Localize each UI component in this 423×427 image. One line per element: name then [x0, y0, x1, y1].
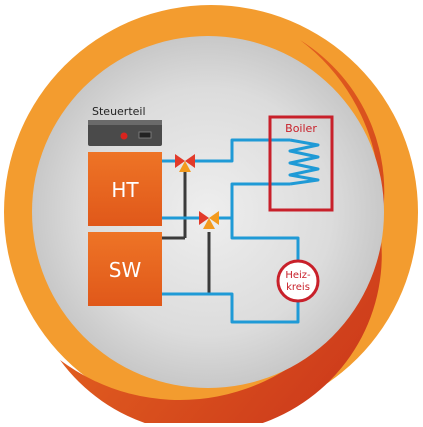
heating-circuit-label-line1: Heiz-: [285, 270, 311, 281]
sw-unit: [88, 232, 162, 306]
heating-circuit-label-line2: kreis: [286, 282, 310, 293]
ht-unit-label: HT: [111, 178, 139, 202]
controller-label: Steuerteil: [92, 105, 146, 118]
sw-unit-label: SW: [109, 258, 142, 282]
controller-panel: [88, 120, 162, 125]
boiler-label: Boiler: [285, 122, 317, 135]
display-icon: [138, 131, 152, 139]
three-way-valve-icon: [199, 211, 219, 229]
blue-pipes: [162, 138, 300, 324]
red-swirl-arc: [60, 40, 385, 427]
heating-circuit: [276, 259, 320, 303]
boiler-coil: [288, 138, 320, 186]
ht-unit: [88, 152, 162, 226]
three-way-valve-icon: [175, 154, 195, 172]
boiler-tank: [268, 115, 334, 212]
inner-disc: [32, 36, 384, 388]
power-indicator-icon: [120, 132, 128, 140]
